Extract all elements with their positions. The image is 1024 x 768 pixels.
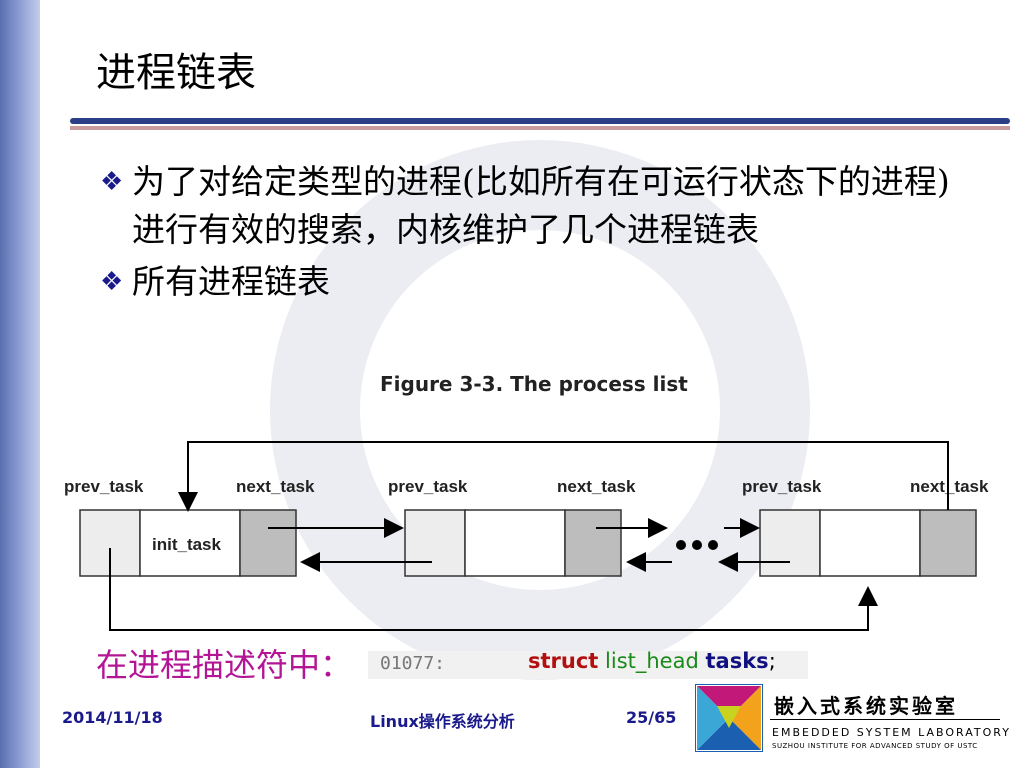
label-next-task-2: next_task <box>557 477 636 496</box>
left-sidebar-bar <box>0 0 40 768</box>
label-prev-task-2: prev_task <box>388 477 468 496</box>
title-underline-accent <box>70 126 1010 130</box>
label-prev-task-3: prev_task <box>742 477 822 496</box>
code-line-number: 01077: <box>380 653 446 674</box>
code-line: 在进程描述符中： 01077: struct list_head tasks; <box>96 645 836 685</box>
label-next-task-3: next_task <box>910 477 989 496</box>
logo-subtitle: SUZHOU INSTITUTE FOR ADVANCED STUDY OF U… <box>772 742 978 750</box>
figure-caption: Figure 3-3. The process list <box>380 372 688 396</box>
diamond-bullet-icon: ❖ <box>100 167 124 197</box>
code-keyword: struct <box>528 649 599 673</box>
label-next-task-1: next_task <box>236 477 315 496</box>
code-semicolon: ; <box>768 649 776 673</box>
label-prev-task-1: prev_task <box>64 477 144 496</box>
bullet-item: ❖ 为了对给定类型的进程(比如所有在可运行状态下的进程)进行有效的搜索，内核维护… <box>100 158 960 254</box>
node-init-task <box>79 509 297 577</box>
footer-page: 25/65 <box>626 708 677 727</box>
arrow-wrap-top <box>178 441 949 512</box>
code-type: list_head <box>605 649 699 673</box>
bullet-text: 所有进程链表 <box>132 262 330 301</box>
diamond-bullet-icon: ❖ <box>100 267 124 297</box>
code-box <box>368 651 808 679</box>
bullet-text: 为了对给定类型的进程(比如所有在可运行状态下的进程)进行有效的搜索，内核维护了几… <box>132 162 950 249</box>
bullet-item: ❖ 所有进程链表 <box>100 258 960 306</box>
code-label: 在进程描述符中： <box>96 646 353 684</box>
code-identifier: tasks <box>705 649 769 673</box>
ellipsis-dot <box>708 540 718 550</box>
label-init-task: init_task <box>152 535 222 554</box>
title-underline <box>70 118 1010 124</box>
code-text: struct list_head tasks; <box>528 649 776 673</box>
process-list-diagram: prev_task next_task prev_task next_task … <box>64 441 989 631</box>
slide-title: 进程链表 <box>96 50 256 96</box>
logo-divider <box>770 719 1000 720</box>
footer-course: Linux操作系统分析 <box>370 712 515 731</box>
footer-date: 2014/11/18 <box>62 708 163 727</box>
ellipsis-dot <box>676 540 686 550</box>
lab-logo-icon <box>695 684 763 752</box>
arrow-wrap-bottom <box>109 548 878 631</box>
logo-name-en: EMBEDDED SYSTEM LABORATORY <box>772 726 1011 739</box>
node-3 <box>759 509 977 577</box>
bullet-list: ❖ 为了对给定类型的进程(比如所有在可运行状态下的进程)进行有效的搜索，内核维护… <box>100 158 960 310</box>
logo-name-cn: 嵌入式系统实验室 <box>774 694 958 718</box>
ellipsis-dot <box>692 540 702 550</box>
node-2 <box>404 509 622 577</box>
